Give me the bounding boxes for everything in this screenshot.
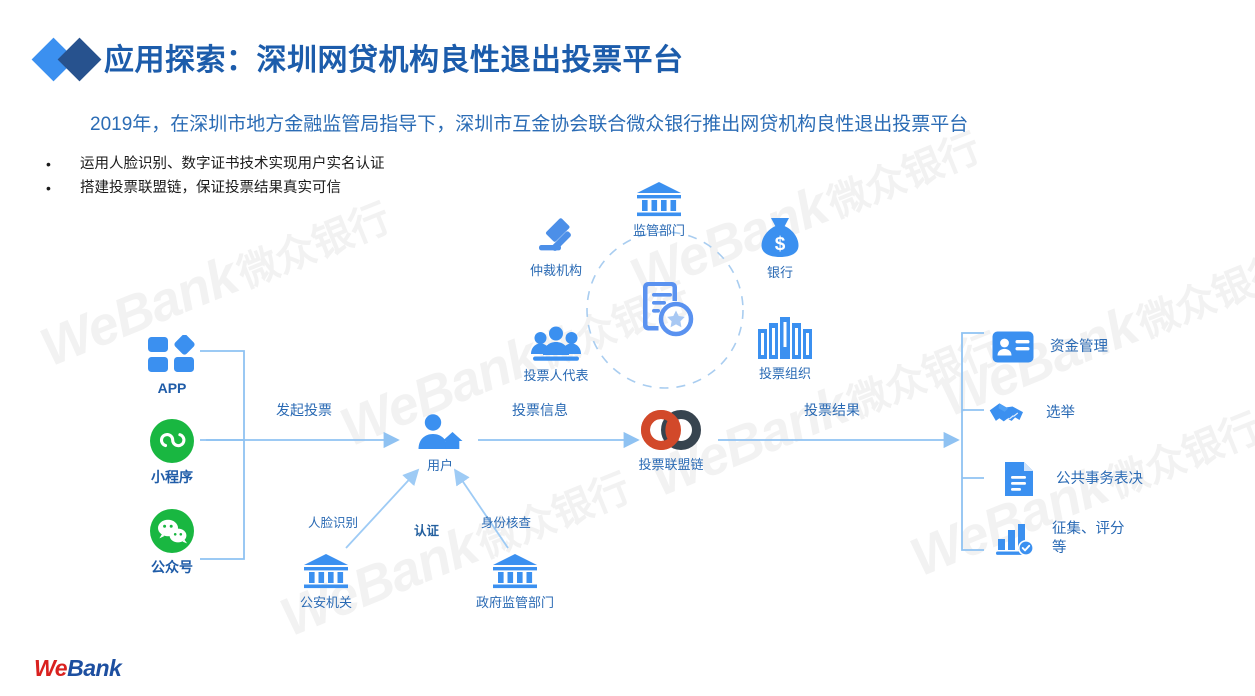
node-arbitration[interactable]: 仲裁机构 [515, 216, 597, 279]
application-label: 征集、评分 等 [1052, 521, 1125, 556]
watermark-cn: 微众银行 [231, 195, 397, 297]
bullet-list: • 运用人脸识别、数字证书技术实现用户实名认证 • 搭建投票联盟链，保证投票结果… [40, 152, 385, 200]
buildings-icon [742, 313, 828, 361]
watermark-cn: 微众银行 [841, 325, 1007, 427]
application-fund-management[interactable]: 资金管理 [992, 326, 1108, 368]
list-item: • 运用人脸识别、数字证书技术实现用户实名认证 [40, 152, 385, 176]
channel-miniprogram[interactable]: 小程序 [136, 418, 208, 485]
handshake-icon [988, 392, 1030, 434]
flow-label-authenticate: 认证 [414, 524, 440, 538]
application-label: 公共事务表决 [1056, 470, 1143, 487]
flow-label-vote-info: 投票信息 [512, 402, 568, 418]
blockchain-rings-icon [625, 408, 717, 452]
title-diamond-icon [31, 37, 108, 82]
flow-label-identity-check: 身份核查 [481, 516, 532, 530]
webank-logo: WeBank [34, 655, 122, 682]
node-user[interactable]: 用户 [400, 413, 480, 474]
people-group-icon [510, 325, 602, 363]
app-grid-icon [136, 335, 208, 375]
document-icon [998, 458, 1040, 500]
node-voter-representative[interactable]: 投票人代表 [510, 325, 602, 384]
node-voting-organization[interactable]: 投票组织 [742, 313, 828, 382]
bank-pillars-icon [280, 552, 372, 590]
node-government-regulator[interactable]: 政府监管部门 [462, 552, 568, 611]
watermark-cn: 微众银行 [821, 125, 987, 227]
page-title: 应用探索：深圳网贷机构良性退出投票平台 [104, 44, 684, 77]
node-label: 监管部门 [632, 223, 685, 238]
wechat-official-account-icon [136, 508, 208, 554]
bullet-text: 搭建投票联盟链，保证投票结果真实可信 [80, 180, 341, 196]
user-person-icon [400, 413, 480, 453]
watermark: WeBank微众银行 [32, 183, 398, 379]
application-label: 资金管理 [1050, 338, 1108, 355]
channel-app[interactable]: APP [136, 335, 208, 396]
application-public-affairs-voting[interactable]: 公共事务表决 [998, 458, 1143, 500]
node-label: 投票联盟链 [638, 457, 704, 472]
watermark-cn: 微众银行 [1131, 245, 1255, 347]
svg-text:$: $ [775, 234, 786, 255]
flow-label-face-recognition: 人脸识别 [308, 516, 359, 530]
node-label: 用户 [426, 458, 453, 473]
channel-label: 小程序 [151, 469, 193, 485]
bar-chart-check-icon [994, 518, 1036, 560]
application-label: 选举 [1046, 404, 1075, 421]
channel-label: 公众号 [151, 559, 193, 575]
bullet-marker: • [46, 180, 51, 196]
watermark: WeBank微众银行 [272, 453, 638, 649]
certified-document-icon [626, 276, 704, 344]
id-card-icon [992, 326, 1034, 368]
bank-pillars-icon [462, 552, 568, 590]
list-item: • 搭建投票联盟链，保证投票结果真实可信 [40, 176, 385, 200]
node-bank[interactable]: $ 银行 [744, 216, 816, 281]
application-election[interactable]: 选举 [988, 392, 1075, 434]
logo-we: We [34, 655, 68, 681]
node-label: 投票组织 [758, 366, 811, 381]
bullet-marker: • [46, 156, 51, 172]
channel-official-account[interactable]: 公众号 [136, 508, 208, 575]
node-label: 政府监管部门 [475, 595, 554, 610]
node-label: 公安机关 [299, 595, 352, 610]
flow-label-initiate-vote: 发起投票 [276, 402, 332, 418]
node-public-security[interactable]: 公安机关 [280, 552, 372, 611]
page-subtitle: 2019年，在深圳市地方金融监管局指导下，深圳市互金协会联合微众银行推出网贷机构… [90, 114, 969, 135]
application-collection-scoring[interactable]: 征集、评分 等 [994, 518, 1125, 560]
flow-label-vote-result: 投票结果 [804, 402, 860, 418]
node-label: 银行 [766, 265, 793, 280]
money-bag-icon: $ [744, 216, 816, 260]
gavel-icon [515, 216, 597, 258]
node-regulatory-authority[interactable]: 监管部门 [612, 180, 706, 239]
logo-bank: Bank [67, 655, 122, 681]
bullet-text: 运用人脸识别、数字证书技术实现用户实名认证 [80, 156, 385, 172]
node-vote-consortium-chain[interactable]: 投票联盟链 [625, 408, 717, 473]
node-label: 投票人代表 [523, 368, 589, 383]
bank-pillars-icon [612, 180, 706, 218]
wechat-miniprogram-icon [136, 418, 208, 464]
channel-label: APP [157, 380, 187, 396]
node-label: 仲裁机构 [529, 263, 582, 278]
